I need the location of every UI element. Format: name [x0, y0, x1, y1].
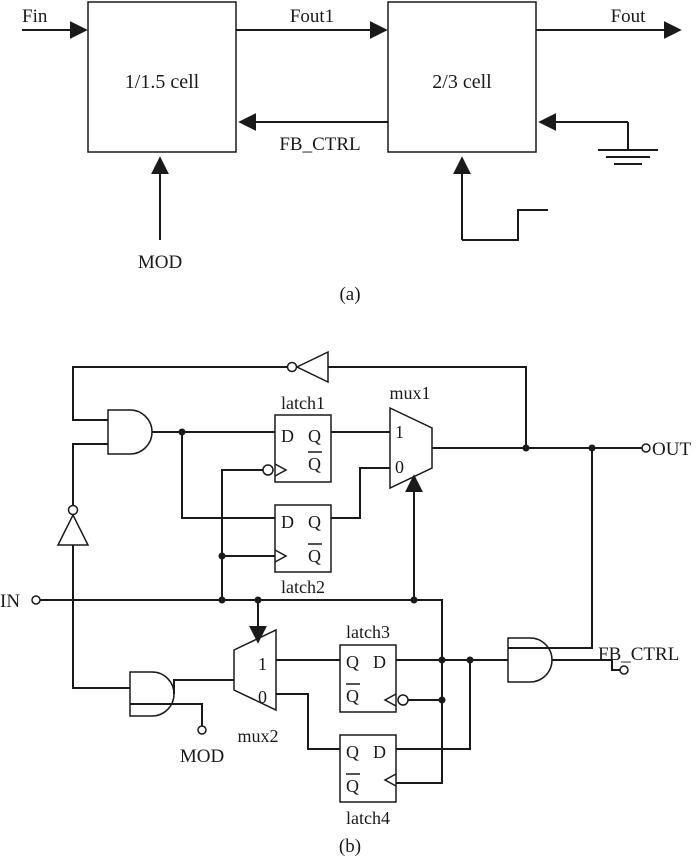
in-terminal	[31, 595, 41, 605]
mux-2-in0: 0	[258, 687, 267, 707]
latch-3-qbar: Q	[346, 686, 359, 706]
latch-1-q: Q	[308, 426, 321, 446]
latch-3: latch3 Q D Q	[339, 622, 409, 713]
mux-1-name: mux1	[389, 383, 430, 403]
inverter-left	[56, 504, 90, 546]
mux-2: mux2 1 0	[233, 628, 279, 746]
latch-1-d: D	[281, 426, 294, 446]
cell-2-label: 2/3 cell	[432, 71, 492, 93]
latch-4: latch4 Q D Q	[339, 734, 397, 828]
mux-1-in0: 0	[395, 457, 404, 477]
latch-3-d: D	[373, 652, 386, 672]
mod-label-a: MOD	[138, 252, 182, 273]
fb-ctrl-label: FB_CTRL	[279, 134, 360, 155]
cell-1-label: 1/1.5 cell	[125, 71, 200, 93]
fin-label: Fin	[22, 6, 48, 27]
mux-2-name: mux2	[237, 726, 278, 746]
cell-2-block	[387, 1, 537, 153]
latch-1-qbar: Q	[308, 454, 321, 474]
latch-1: latch1 D Q Q	[262, 393, 332, 483]
fout1-label: Fout1	[290, 6, 334, 27]
ground-icon	[598, 149, 658, 165]
step-signal-icon	[462, 209, 548, 241]
and-gate-top	[107, 409, 153, 455]
latch-2-qbar: Q	[308, 546, 321, 566]
latch-2-name: latch2	[281, 577, 325, 597]
latch-2: latch2 D Q Q	[274, 504, 332, 597]
latch-1-clock-icon	[274, 463, 288, 477]
out-label: OUT	[652, 439, 691, 460]
panel-a: 1/1.5 cell 2/3 cell Fin Fout1 Fout FB_CT…	[22, 1, 682, 305]
latch-4-qbar: Q	[346, 776, 359, 796]
latch-3-clock-icon	[383, 693, 397, 707]
cell-1-block	[87, 1, 237, 153]
latch-4-name: latch4	[346, 808, 390, 828]
mod-terminal	[197, 725, 207, 735]
caption-b: (b)	[339, 836, 361, 857]
mod-label-b: MOD	[180, 746, 224, 767]
latch-2-clock-icon	[274, 549, 288, 563]
and-gate-fb	[507, 637, 553, 683]
latch-2-q: Q	[308, 512, 321, 532]
out-terminal	[641, 443, 651, 453]
fb-ctrl-label-b: FB_CTRL	[598, 644, 679, 665]
junctions	[178, 428, 596, 704]
latch-3-q: Q	[346, 652, 359, 672]
inverter-top	[286, 350, 329, 384]
wiring	[31, 366, 651, 784]
in-label: IN	[0, 591, 20, 612]
latch-4-clock-icon	[383, 773, 397, 787]
panel-b: latch1 D Q Q latch2 D Q Q latch3 Q D Q	[0, 350, 691, 857]
latch-4-q: Q	[346, 742, 359, 762]
mux-1: mux1 1 0	[389, 383, 433, 490]
latch-3-clock-bubble	[397, 694, 409, 706]
fb-ctrl-terminal	[619, 665, 629, 675]
fout-label: Fout	[611, 6, 647, 27]
mux-1-in1: 1	[395, 422, 404, 442]
latch-2-d: D	[281, 512, 294, 532]
latch-1-clock-bubble	[262, 464, 274, 476]
latch-3-name: latch3	[346, 622, 390, 642]
and-gate-mod	[129, 671, 175, 717]
mux-2-in1: 1	[258, 654, 267, 674]
latch-4-d: D	[373, 742, 386, 762]
latch-1-name: latch1	[281, 393, 325, 413]
caption-a: (a)	[339, 284, 360, 305]
